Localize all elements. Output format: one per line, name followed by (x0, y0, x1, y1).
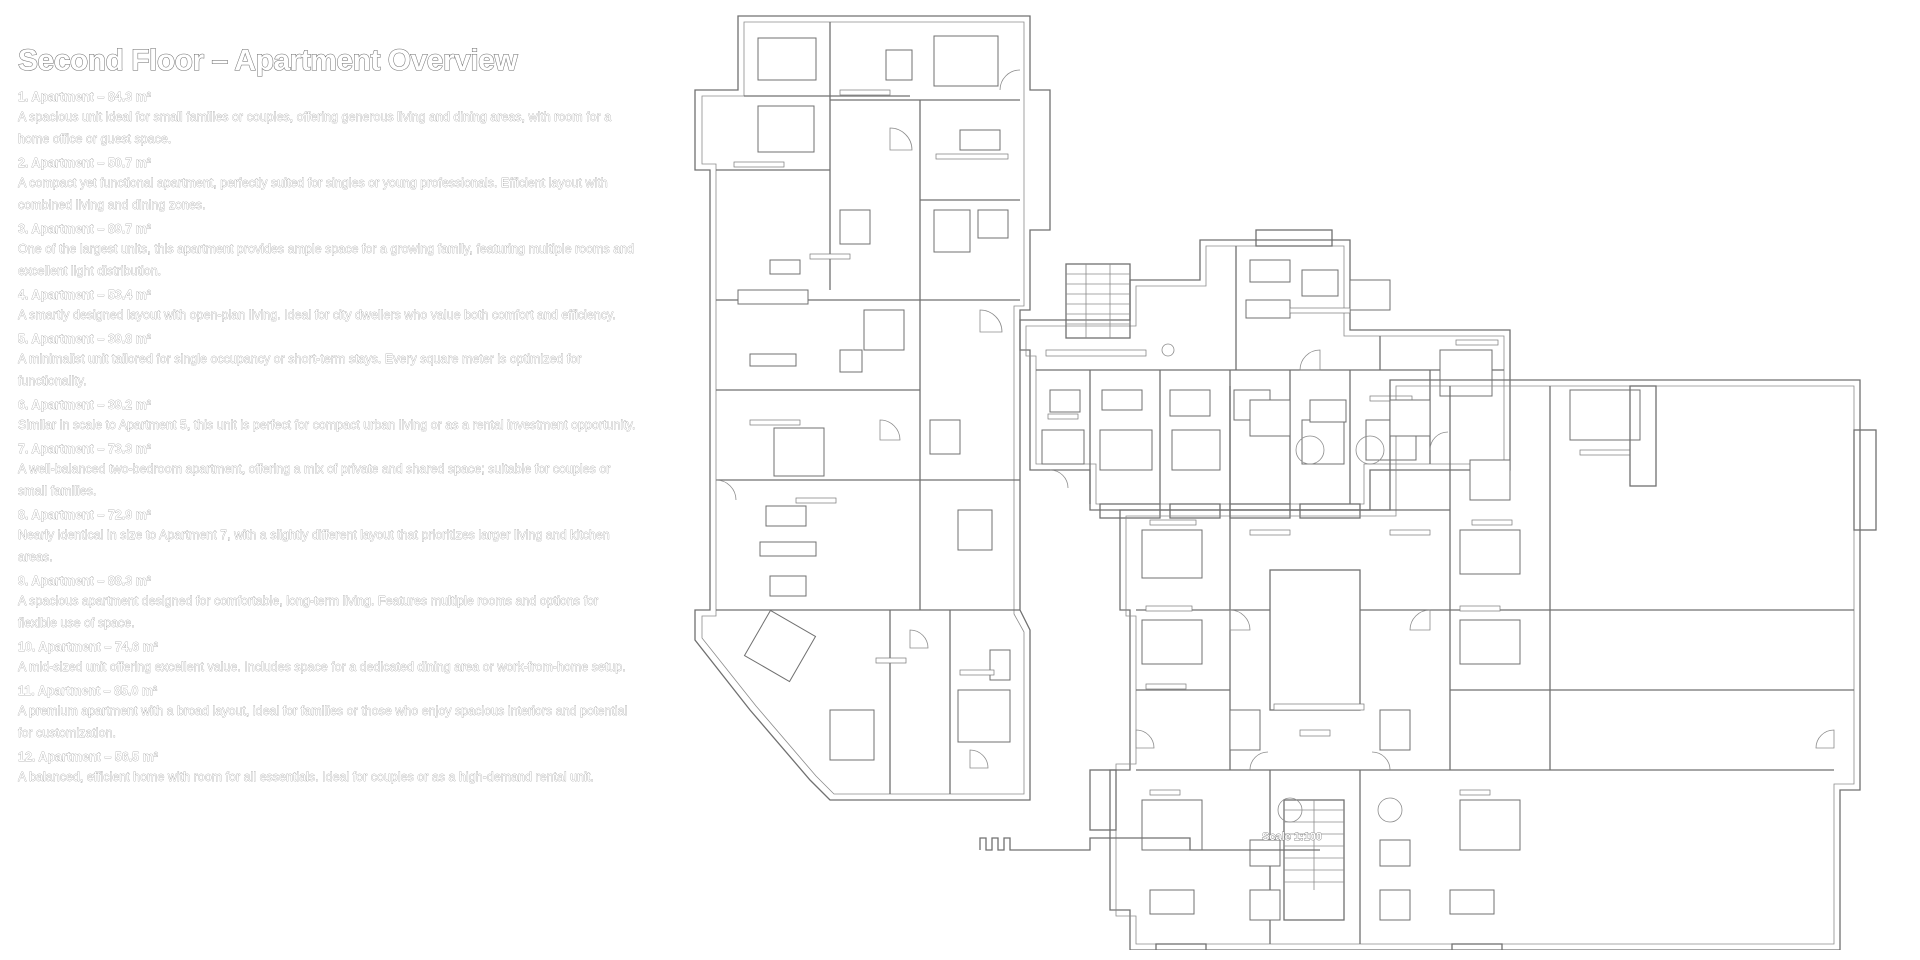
floor-plan-drawing: Scale 1:100 (690, 10, 1908, 950)
right-wing (1089, 379, 1877, 950)
apartment-description: A compact yet functional apartment, perf… (18, 176, 608, 212)
apartment-entry: 5. Apartment – 39.8 m² A minimalist unit … (18, 330, 640, 392)
scale-bar: Scale 1:100 (979, 831, 1322, 851)
apartment-entry: 2. Apartment – 50.7 m² A compact yet func… (18, 154, 640, 216)
left-wing (694, 15, 1051, 801)
apartment-description: Similar in scale to Apartment 5, this un… (18, 418, 636, 432)
apartment-description-panel: Second Floor – Apartment Overview 1. Apa… (18, 44, 640, 792)
apartment-description: A smartly designed layout with open-plan… (18, 308, 616, 322)
apartment-entry: 9. Apartment – 88.3 m² A spacious apartme… (18, 572, 640, 634)
apartment-description: A spacious unit ideal for small families… (18, 110, 612, 146)
apartment-entry: 4. Apartment – 53.4 m² A smartly designed… (18, 286, 640, 326)
apartment-description: A premium apartment with a broad layout,… (18, 704, 628, 740)
apartment-entry: 12. Apartment – 56.5 m² A balanced, effic… (18, 748, 640, 788)
apartment-heading: 12. Apartment – 56.5 m² (18, 750, 158, 764)
apartment-entry: 11. Apartment – 85.0 m² A premium apartme… (18, 682, 640, 744)
apartment-heading: 1. Apartment – 84.3 m² (18, 90, 151, 104)
apartment-heading: 3. Apartment – 89.7 m² (18, 222, 151, 236)
scale-label: Scale 1:100 (1262, 831, 1322, 843)
floor-plan-svg: Scale 1:100 (694, 15, 1877, 950)
apartment-heading: 2. Apartment – 50.7 m² (18, 156, 151, 170)
apartment-entry: 10. Apartment – 74.6 m² A mid-sized unit … (18, 638, 640, 678)
apartment-description: One of the largest units, this apartment… (18, 242, 635, 278)
apartment-heading: 6. Apartment – 39.2 m² (18, 398, 151, 412)
apartment-heading: 11. Apartment – 85.0 m² (18, 684, 158, 698)
apartment-description: Nearly identical in size to Apartment 7,… (18, 528, 610, 564)
apartment-heading: 5. Apartment – 39.8 m² (18, 332, 151, 346)
apartment-list: 1. Apartment – 84.3 m² A spacious unit id… (18, 88, 640, 788)
apartment-heading: 9. Apartment – 88.3 m² (18, 574, 151, 588)
apartment-entry: 7. Apartment – 73.3 m² A well-balanced tw… (18, 440, 640, 502)
apartment-description: A minimalist unit tailored for single oc… (18, 352, 582, 388)
apartment-entry: 6. Apartment – 39.2 m² Similar in scale t… (18, 396, 640, 436)
apartment-heading: 4. Apartment – 53.4 m² (18, 288, 151, 302)
apartment-description: A balanced, efficient home with room for… (18, 770, 594, 784)
apartment-heading: 8. Apartment – 72.9 m² (18, 508, 151, 522)
apartment-heading: 10. Apartment – 74.6 m² (18, 640, 158, 654)
apartment-description: A spacious apartment designed for comfor… (18, 594, 599, 630)
apartment-entry: 1. Apartment – 84.3 m² A spacious unit id… (18, 88, 640, 150)
apartment-heading: 7. Apartment – 73.3 m² (18, 442, 151, 456)
apartment-description: A well-balanced two-bedroom apartment, o… (18, 462, 611, 498)
apartment-entry: 8. Apartment – 72.9 m² Nearly identical i… (18, 506, 640, 568)
page-title: Second Floor – Apartment Overview (18, 44, 519, 78)
apartment-entry: 3. Apartment – 89.7 m² One of the largest… (18, 220, 640, 282)
central-core (1019, 229, 1511, 519)
apartment-description: A mid-sized unit offering excellent valu… (18, 660, 626, 674)
